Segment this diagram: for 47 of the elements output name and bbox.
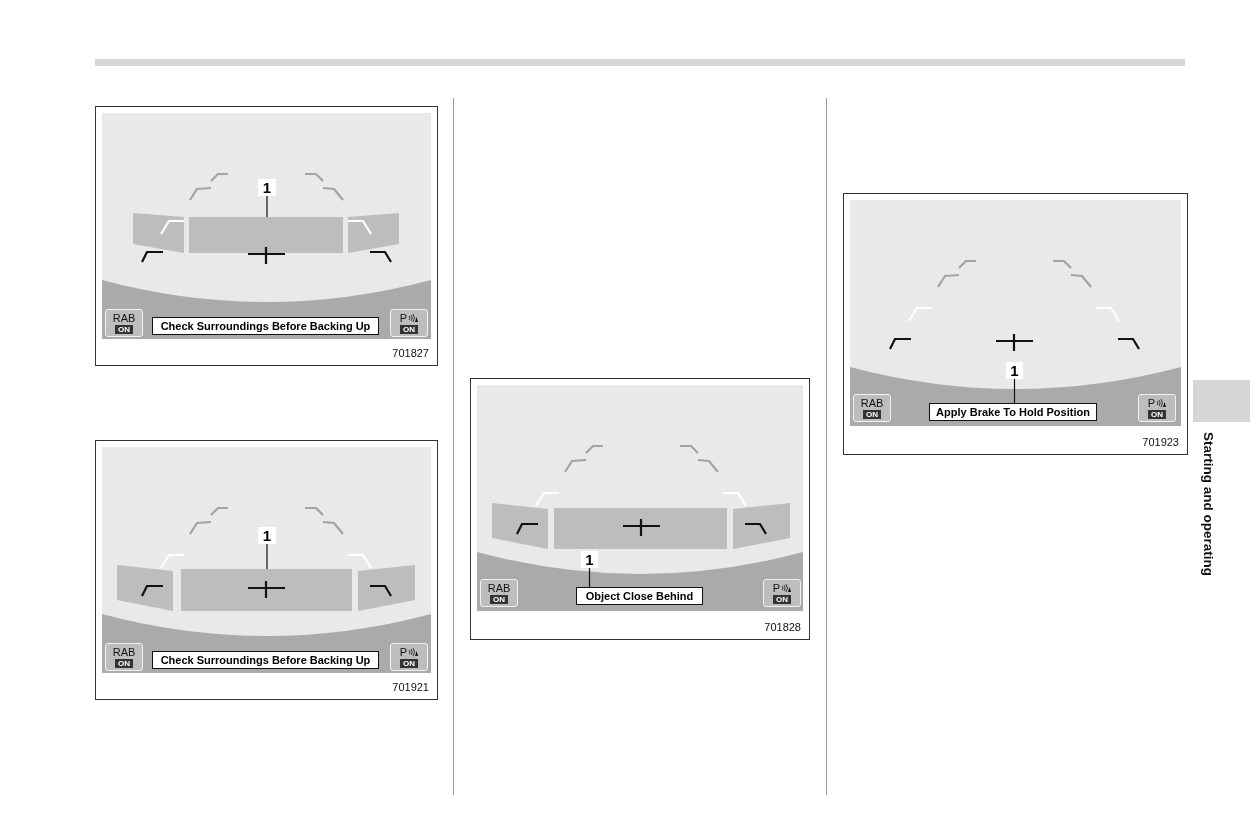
sensor-status-indicator [390,643,428,671]
indicator-label: P [772,582,792,594]
brake-status-indicator [480,579,518,607]
brake-status-indicator [853,394,891,422]
callout-number: 1 [258,527,276,544]
figure-number: 701921 [392,681,429,693]
figure-frame [95,106,438,366]
figure-number: 701923 [1142,436,1179,448]
leader-line [1013,378,1016,404]
indicator-label: RAB [112,312,136,324]
figure-frame [470,378,810,640]
indicator-label: P [399,312,419,324]
indicator-label: P [399,646,419,658]
figure-number: 701827 [392,347,429,359]
status-badge: ON [1148,409,1166,419]
indicator-label: RAB [860,397,884,409]
section-tab-label: Starting and operating [1201,432,1216,576]
leader-line [266,195,268,218]
warning-zone-bar [189,217,343,253]
figure-frame [843,193,1188,455]
sensor-status-indicator [390,309,428,337]
sensor-status-indicator [763,579,801,607]
leader-line [266,543,268,570]
message-banner: Check Surroundings Before Backing Up [152,651,379,669]
status-badge: ON [115,658,133,668]
status-badge: ON [400,658,418,668]
brake-status-indicator [105,643,143,671]
sensor-status-indicator [1138,394,1176,422]
indicator-label: P [1147,397,1167,409]
callout-number: 1 [258,179,276,196]
figure-number: 701828 [764,621,801,633]
message-banner: Object Close Behind [576,587,703,605]
warning-zone-bar [181,569,352,611]
leader-line [588,567,591,588]
figure-frame [95,440,438,700]
status-badge: ON [773,594,791,604]
indicator-label: RAB [112,646,136,658]
indicator-label: RAB [487,582,511,594]
brake-status-indicator [105,309,143,337]
message-banner: Apply Brake To Hold Position [929,403,1097,421]
message-banner: Check Surroundings Before Backing Up [152,317,379,335]
status-badge: ON [115,324,133,334]
callout-number: 1 [581,551,598,568]
status-badge: ON [400,324,418,334]
status-badge: ON [863,409,881,419]
callout-number: 1 [1006,362,1023,379]
status-badge: ON [490,594,508,604]
